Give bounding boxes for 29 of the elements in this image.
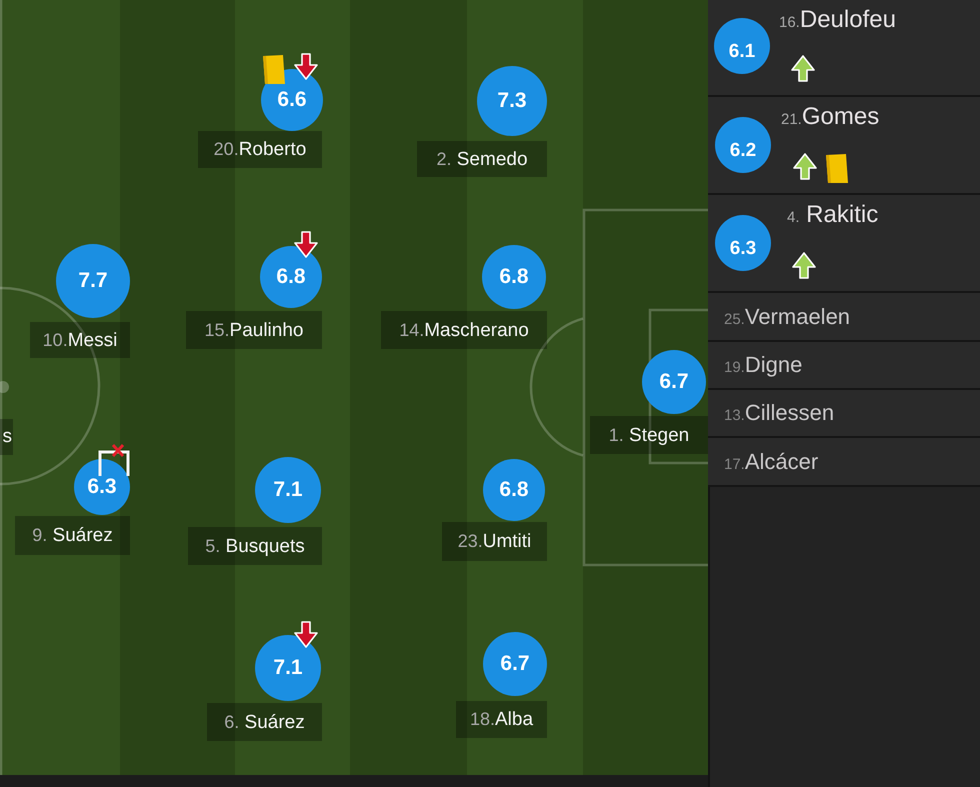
rating-circle: 6.3 bbox=[715, 215, 771, 271]
rating-circle: 6.2 bbox=[715, 117, 771, 173]
rating-circle: 6.1 bbox=[714, 18, 770, 74]
substitute-row bbox=[708, 0, 980, 97]
substitute-row bbox=[708, 438, 980, 487]
player-name-label: 5. Busquets bbox=[188, 527, 322, 565]
player-name: 17.Alcácer bbox=[724, 448, 818, 476]
player-name-label: 1. Stegen bbox=[590, 416, 708, 454]
player-name-label: 14.Mascherano bbox=[381, 311, 547, 349]
substitute-row bbox=[708, 342, 980, 390]
player-name: 4. Rakitic bbox=[787, 200, 878, 230]
player-name-label: 10.Messi bbox=[30, 322, 130, 358]
player-name: 13.Cillessen bbox=[724, 399, 834, 427]
player-name: 19.Digne bbox=[724, 351, 802, 379]
substitute-row bbox=[708, 97, 980, 195]
player-name-label: 6. Suárez bbox=[207, 703, 322, 741]
substitute-row bbox=[708, 195, 980, 293]
player-name: 21.Gomes bbox=[781, 102, 880, 132]
player-name: 16.Deulofeu bbox=[779, 5, 896, 35]
player-name-label: 23.Umtiti bbox=[442, 522, 547, 561]
player-name-label: 9. Suárez bbox=[15, 516, 130, 555]
player-name-label: 20.Roberto bbox=[198, 131, 322, 168]
player-name-label: s bbox=[0, 419, 13, 455]
player-name-label: 18.Alba bbox=[456, 701, 547, 738]
substitute-row bbox=[708, 390, 980, 438]
substitute-row bbox=[708, 293, 980, 342]
player-name-label: 15.Paulinho bbox=[186, 311, 322, 349]
player-name: 25.Vermaelen bbox=[724, 303, 850, 331]
player-name-label: 2. Semedo bbox=[417, 141, 547, 177]
